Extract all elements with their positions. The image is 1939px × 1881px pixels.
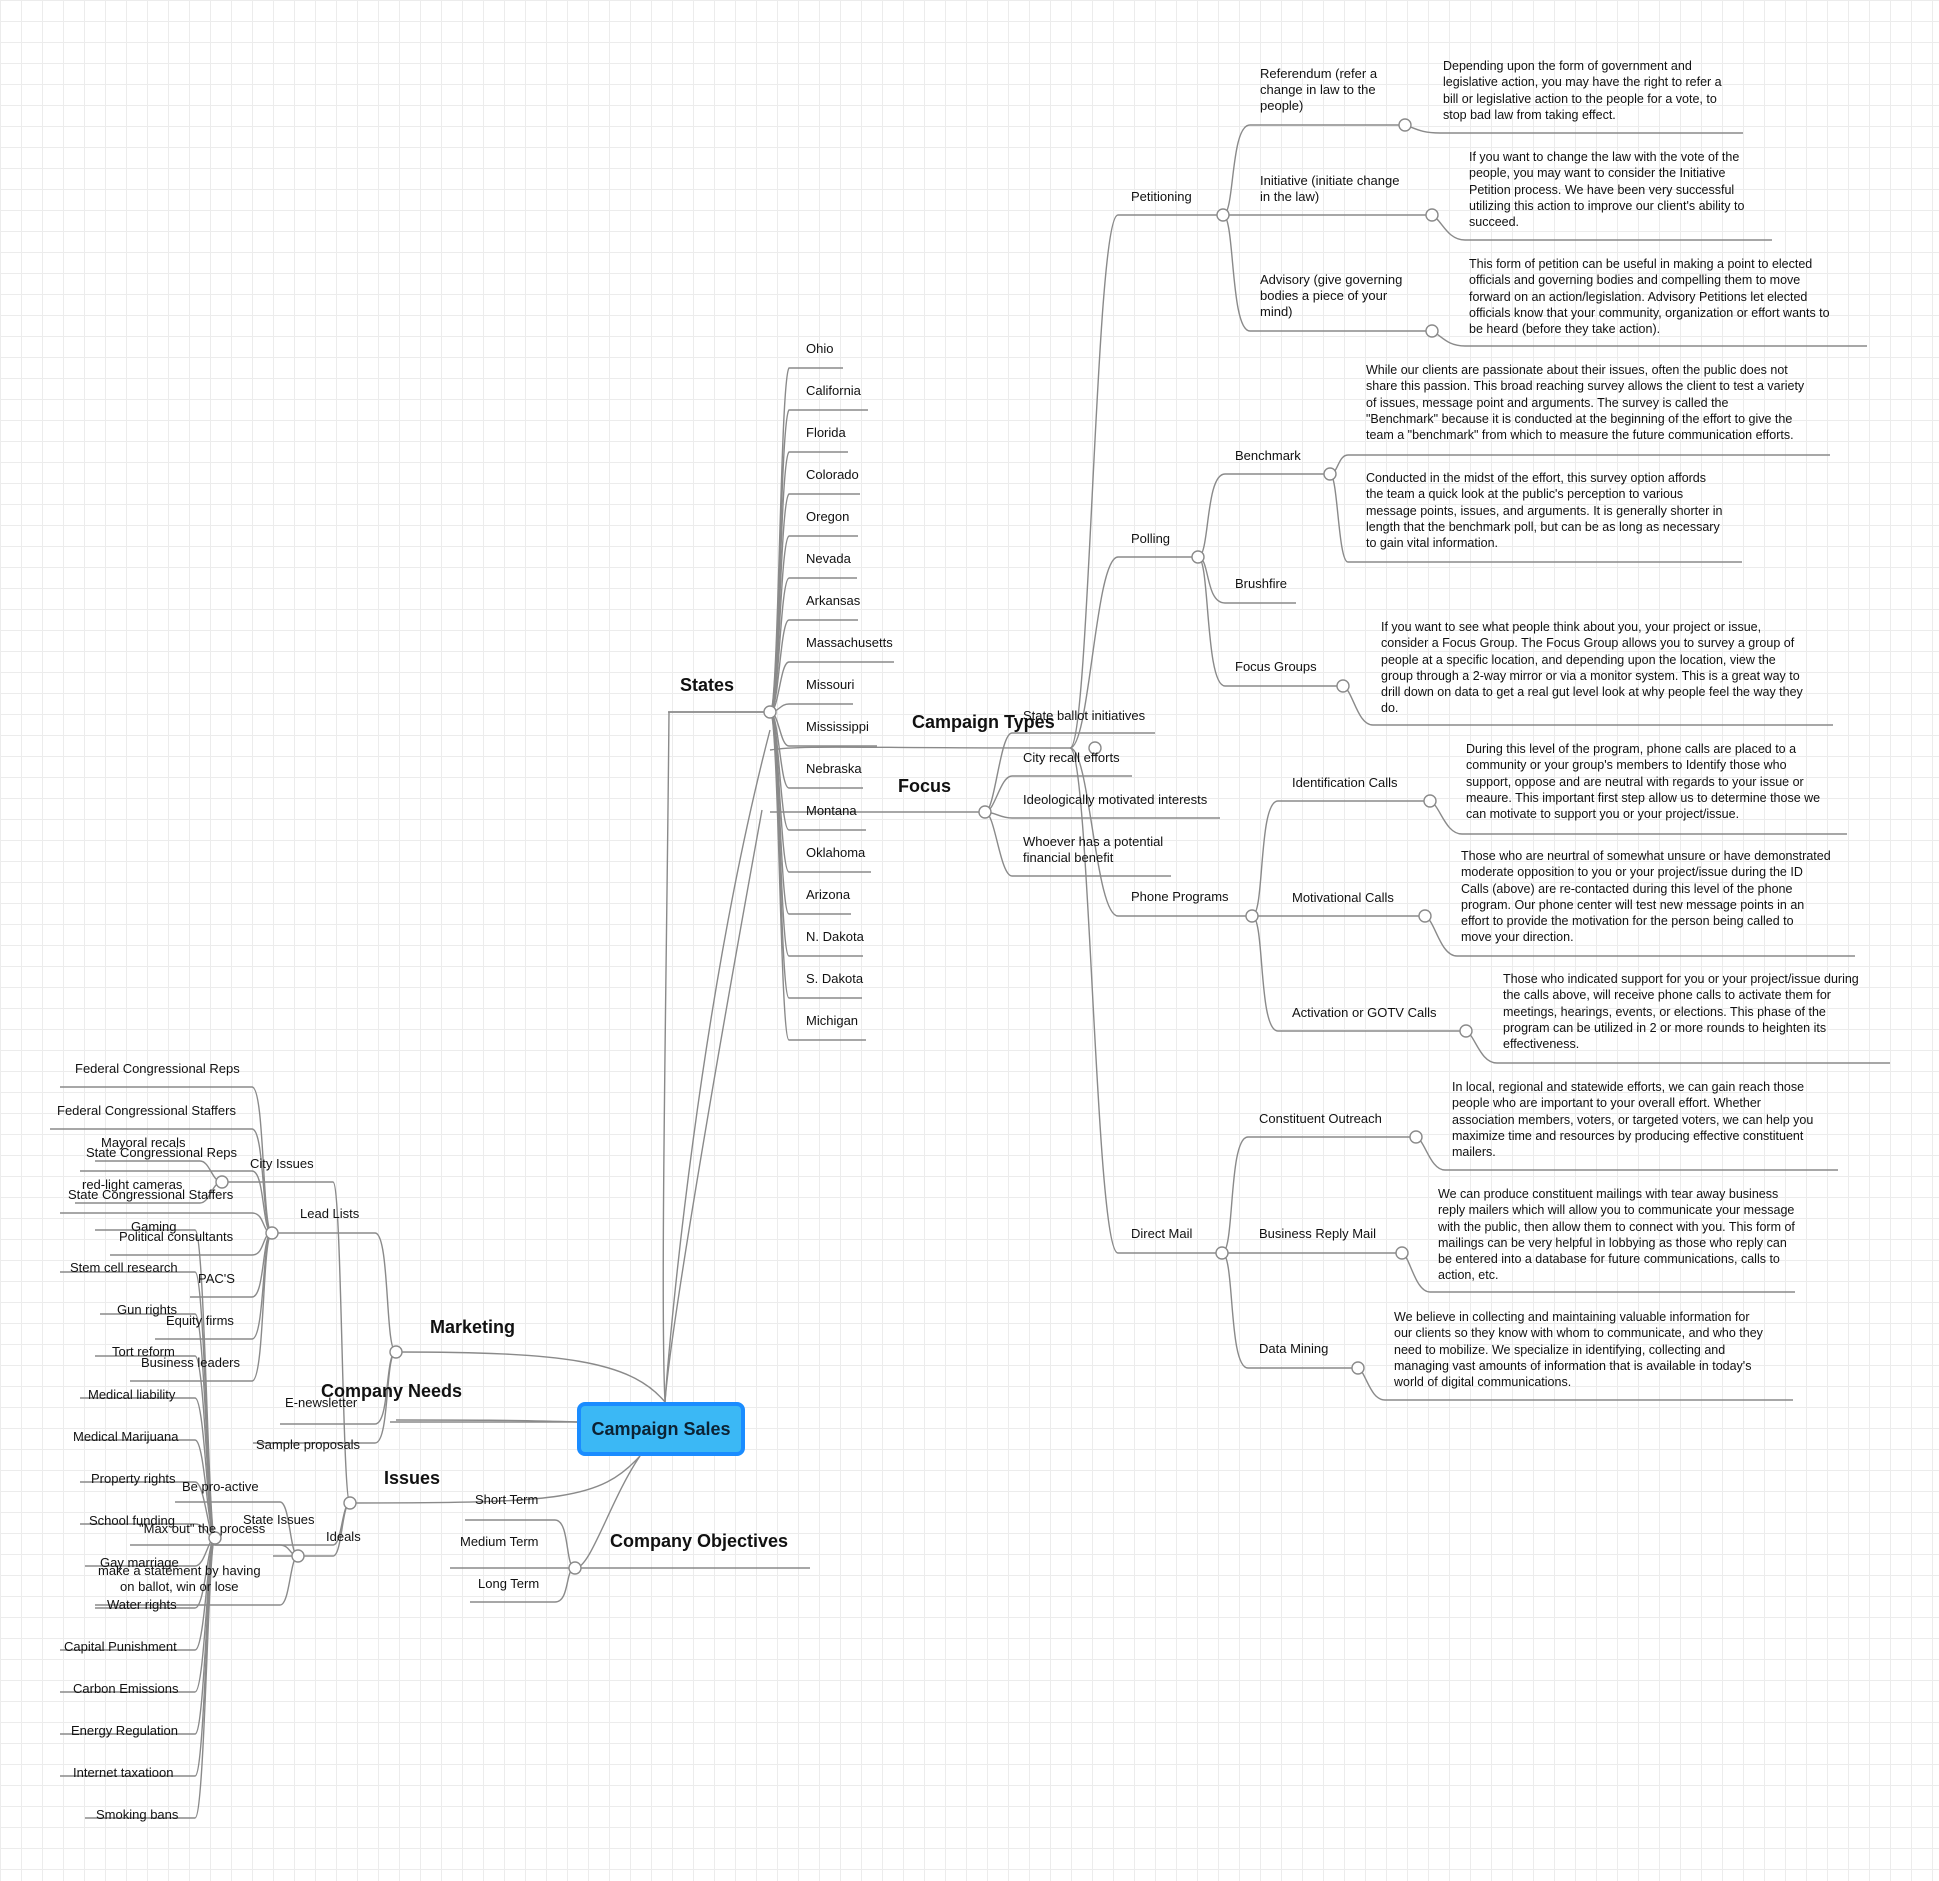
desc-advisory: This form of petition can be useful in m… — [1469, 257, 1830, 337]
node-state[interactable]: S. Dakota — [806, 971, 864, 986]
node-water-rights[interactable]: Water rights — [107, 1597, 177, 1612]
node-be-proactive[interactable]: Be pro-active — [182, 1479, 259, 1494]
node-focus[interactable]: Focus — [898, 776, 952, 796]
node-state[interactable]: Arkansas — [806, 593, 861, 608]
node-initiative[interactable]: Initiative (initiate change in the law) — [1260, 173, 1400, 204]
node-state[interactable]: Nevada — [806, 551, 851, 566]
node-tort-reform[interactable]: Tort reform — [112, 1344, 175, 1359]
node-political-consultants[interactable]: Political consultants — [119, 1229, 234, 1244]
node-state[interactable]: Michigan — [806, 1013, 859, 1028]
node-identification-calls[interactable]: Identification Calls — [1292, 775, 1398, 790]
node-internet-taxation[interactable]: Internet taxatioon — [73, 1765, 174, 1780]
node-state[interactable]: Colorado — [806, 467, 859, 482]
node-gay-marriage[interactable]: Gay marriage — [100, 1555, 179, 1570]
desc-motivational-calls: Those who are neurtral of somewhat unsur… — [1461, 849, 1831, 945]
node-state-issues[interactable]: State Issues — [243, 1512, 315, 1527]
node-benchmark[interactable]: Benchmark — [1235, 448, 1301, 463]
node-city-recall[interactable]: City recall efforts — [1023, 750, 1120, 765]
node-max-out[interactable]: "Max out" the process — [139, 1521, 266, 1536]
node-state-staffers[interactable]: State Congressional Staffers — [68, 1187, 234, 1202]
node-polling[interactable]: Polling — [1131, 531, 1171, 546]
node-campaign-types[interactable]: Campaign Types — [912, 712, 1055, 732]
node-direct-mail[interactable]: Direct Mail — [1131, 1226, 1193, 1241]
node-gaming[interactable]: Gaming — [131, 1219, 177, 1234]
node-business-leaders[interactable]: Business leaders — [141, 1355, 240, 1370]
node-marketing[interactable]: Marketing — [430, 1317, 516, 1337]
node-short-term[interactable]: Short Term — [475, 1492, 539, 1507]
node-company-objectives[interactable]: Company Objectives — [610, 1531, 789, 1551]
node-enewsletter[interactable]: E-newsletter — [285, 1395, 358, 1410]
node-make-statement[interactable]: make a statement by having on ballot, wi… — [98, 1563, 261, 1594]
node-state-ballot[interactable]: State ballot initiatives — [1023, 708, 1146, 723]
root-node[interactable]: Campaign Sales — [577, 1402, 745, 1456]
desc-activation-calls: Those who indicated support for you or y… — [1503, 972, 1859, 1052]
node-state[interactable]: California — [806, 383, 861, 398]
node-company-needs[interactable]: Company Needs — [321, 1381, 463, 1401]
node-state-reps[interactable]: State Congressional Reps — [86, 1145, 238, 1160]
node-motivational-calls[interactable]: Motivational Calls — [1292, 890, 1394, 905]
node-states[interactable]: States — [680, 675, 735, 695]
node-state[interactable]: Montana — [806, 803, 857, 818]
node-advisory[interactable]: Advisory (give governing bodies a piece … — [1260, 272, 1403, 319]
node-state[interactable]: Massachusetts — [806, 635, 893, 650]
node-ideological[interactable]: Ideologically motivated interests — [1023, 792, 1208, 807]
node-state[interactable]: Arizona — [806, 887, 851, 902]
node-medical-marijuana[interactable]: Medical Marijuana — [73, 1429, 179, 1444]
node-medical-liability[interactable]: Medical liability — [88, 1387, 176, 1402]
desc-benchmark-2: Conducted in the midst of the effort, th… — [1366, 471, 1723, 551]
node-state[interactable]: Mississippi — [806, 719, 869, 734]
node-long-term[interactable]: Long Term — [478, 1576, 540, 1591]
node-stem-cell[interactable]: Stem cell research — [70, 1260, 178, 1275]
node-brushfire[interactable]: Brushfire — [1235, 576, 1288, 591]
node-equity-firms[interactable]: Equity firms — [166, 1313, 234, 1328]
node-capital-punishment[interactable]: Capital Punishment — [64, 1639, 177, 1654]
node-issues[interactable]: Issues — [384, 1468, 441, 1488]
node-state[interactable]: Missouri — [806, 677, 855, 692]
node-state[interactable]: Nebraska — [806, 761, 862, 776]
node-federal-reps[interactable]: Federal Congressional Reps — [75, 1061, 240, 1076]
node-state[interactable]: Florida — [806, 425, 846, 440]
node-federal-staffers[interactable]: Federal Congressional Staffers — [57, 1103, 236, 1118]
node-state[interactable]: Ohio — [806, 341, 834, 356]
node-activation-calls[interactable]: Activation or GOTV Calls — [1292, 1005, 1437, 1020]
desc-constituent-outreach: In local, regional and statewide efforts… — [1452, 1080, 1814, 1160]
node-city-issues[interactable]: City Issues — [250, 1156, 314, 1171]
node-smoking-bans[interactable]: Smoking bans — [96, 1807, 179, 1822]
node-focus-groups[interactable]: Focus Groups — [1235, 659, 1317, 674]
desc-referendum: Depending upon the form of government an… — [1443, 59, 1722, 122]
node-lead-lists[interactable]: Lead Lists — [300, 1206, 360, 1221]
node-business-reply[interactable]: Business Reply Mail — [1259, 1226, 1377, 1241]
node-gun-rights[interactable]: Gun rights — [117, 1302, 177, 1317]
node-ideals[interactable]: Ideals — [326, 1529, 361, 1544]
node-state[interactable]: Oklahoma — [806, 845, 866, 860]
node-phone-programs[interactable]: Phone Programs — [1131, 889, 1229, 904]
desc-benchmark-1: While our clients are passionate about t… — [1366, 363, 1805, 443]
desc-business-reply: We can produce constituent mailings with… — [1438, 1187, 1795, 1283]
node-data-mining[interactable]: Data Mining — [1259, 1341, 1329, 1356]
node-property-rights[interactable]: Property rights — [91, 1471, 176, 1486]
node-constituent-outreach[interactable]: Constituent Outreach — [1259, 1111, 1382, 1126]
node-pacs[interactable]: PAC'S — [198, 1271, 235, 1286]
node-sample-proposals[interactable]: Sample proposals — [256, 1437, 361, 1452]
node-school-funding[interactable]: School funding — [89, 1513, 176, 1528]
node-whoever[interactable]: Whoever has a potential financial benefi… — [1023, 834, 1164, 865]
desc-data-mining: We believe in collecting and maintaining… — [1394, 1310, 1763, 1390]
desc-identification-calls: During this level of the program, phone … — [1466, 742, 1821, 822]
node-red-light[interactable]: red-light cameras — [82, 1177, 183, 1192]
node-referendum[interactable]: Referendum (refer a change in law to the… — [1260, 66, 1378, 113]
node-mayoral-recals[interactable]: Mayoral recals — [101, 1135, 186, 1150]
node-petitioning[interactable]: Petitioning — [1131, 189, 1192, 204]
node-energy-regulation[interactable]: Energy Regulation — [71, 1723, 178, 1738]
node-state[interactable]: N. Dakota — [806, 929, 864, 944]
node-medium-term[interactable]: Medium Term — [460, 1534, 539, 1549]
node-state[interactable]: Oregon — [806, 509, 850, 524]
node-carbon-emissions[interactable]: Carbon Emissions — [73, 1681, 179, 1696]
desc-focus-groups: If you want to see what people think abo… — [1381, 620, 1803, 716]
desc-initiative: If you want to change the law with the v… — [1469, 150, 1745, 230]
